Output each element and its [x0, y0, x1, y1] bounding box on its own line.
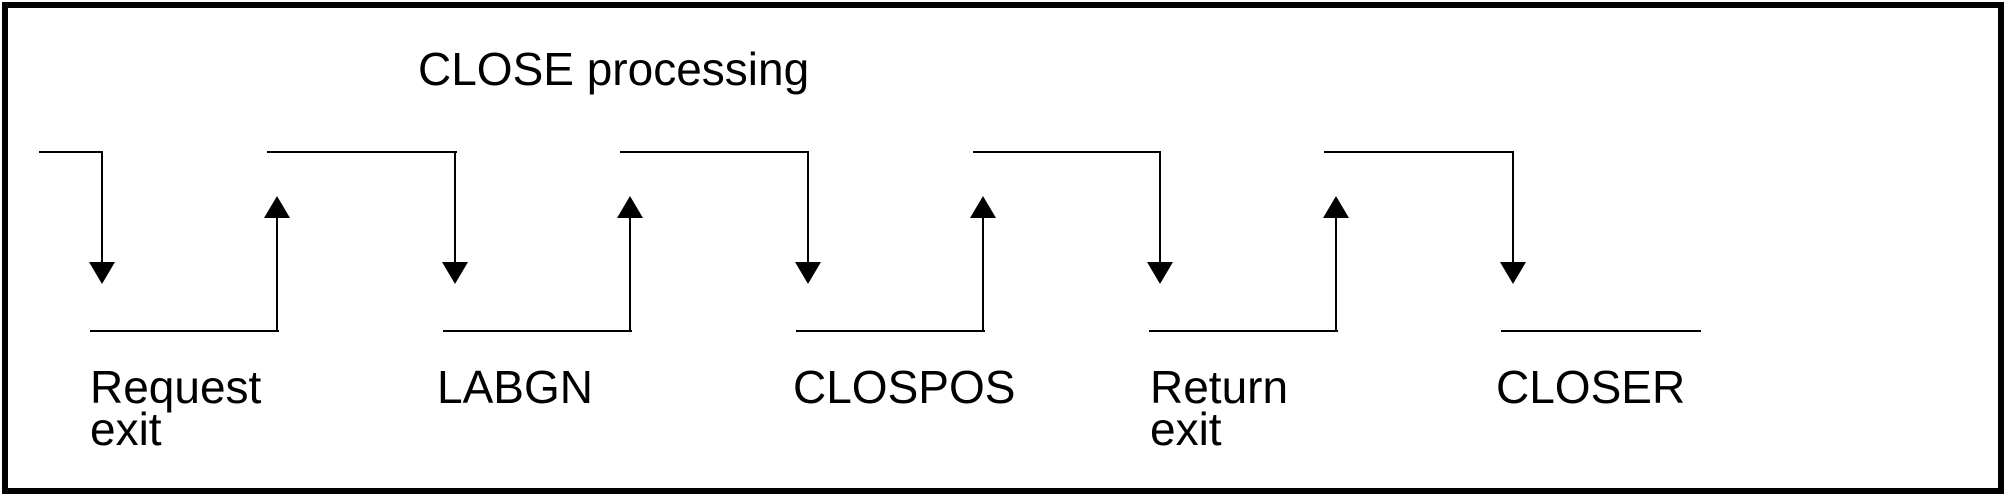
- down-arrow-shaft-closer: [1512, 151, 1514, 263]
- up-arrow-icon-labgn: [617, 196, 643, 218]
- down-arrow-icon-closer: [1500, 262, 1526, 284]
- up-arrow-shaft-clospos: [982, 216, 984, 332]
- top-line-return-exit: [973, 151, 1161, 153]
- down-arrow-icon-labgn: [442, 262, 468, 284]
- bottom-line-clospos: [796, 330, 985, 332]
- up-arrow-icon-return-exit: [1323, 196, 1349, 218]
- down-arrow-shaft-labgn: [454, 151, 456, 263]
- down-arrow-icon-request-exit: [89, 262, 115, 284]
- top-line-labgn: [267, 151, 457, 153]
- step-label-return-exit: Return exit: [1150, 361, 1289, 455]
- top-line-closer: [1324, 151, 1514, 153]
- top-line-start: [39, 151, 102, 153]
- up-arrow-shaft-return-exit: [1335, 216, 1337, 332]
- up-arrow-icon-clospos: [970, 196, 996, 218]
- step-label-labgn: LABGN: [437, 361, 593, 413]
- down-arrow-shaft-return-exit: [1159, 151, 1161, 263]
- bottom-line-return-exit: [1149, 330, 1338, 332]
- up-arrow-shaft-labgn: [629, 216, 631, 332]
- down-arrow-shaft-request-exit: [101, 151, 103, 263]
- up-arrow-icon-request-exit: [264, 196, 290, 218]
- down-arrow-icon-return-exit: [1147, 262, 1173, 284]
- bottom-line-labgn: [443, 330, 632, 332]
- diagram-title: CLOSE processing: [418, 43, 810, 95]
- top-line-clospos: [620, 151, 809, 153]
- down-arrow-icon-clospos: [795, 262, 821, 284]
- down-arrow-shaft-clospos: [807, 151, 809, 263]
- diagram-border: [2, 2, 2004, 494]
- bottom-line-closer: [1501, 330, 1701, 332]
- bottom-line-request-exit: [90, 330, 279, 332]
- step-label-clospos: CLOSPOS: [793, 361, 1016, 413]
- step-label-request-exit: Request exit: [90, 361, 262, 455]
- step-label-closer: CLOSER: [1496, 361, 1686, 413]
- up-arrow-shaft-request-exit: [276, 216, 278, 332]
